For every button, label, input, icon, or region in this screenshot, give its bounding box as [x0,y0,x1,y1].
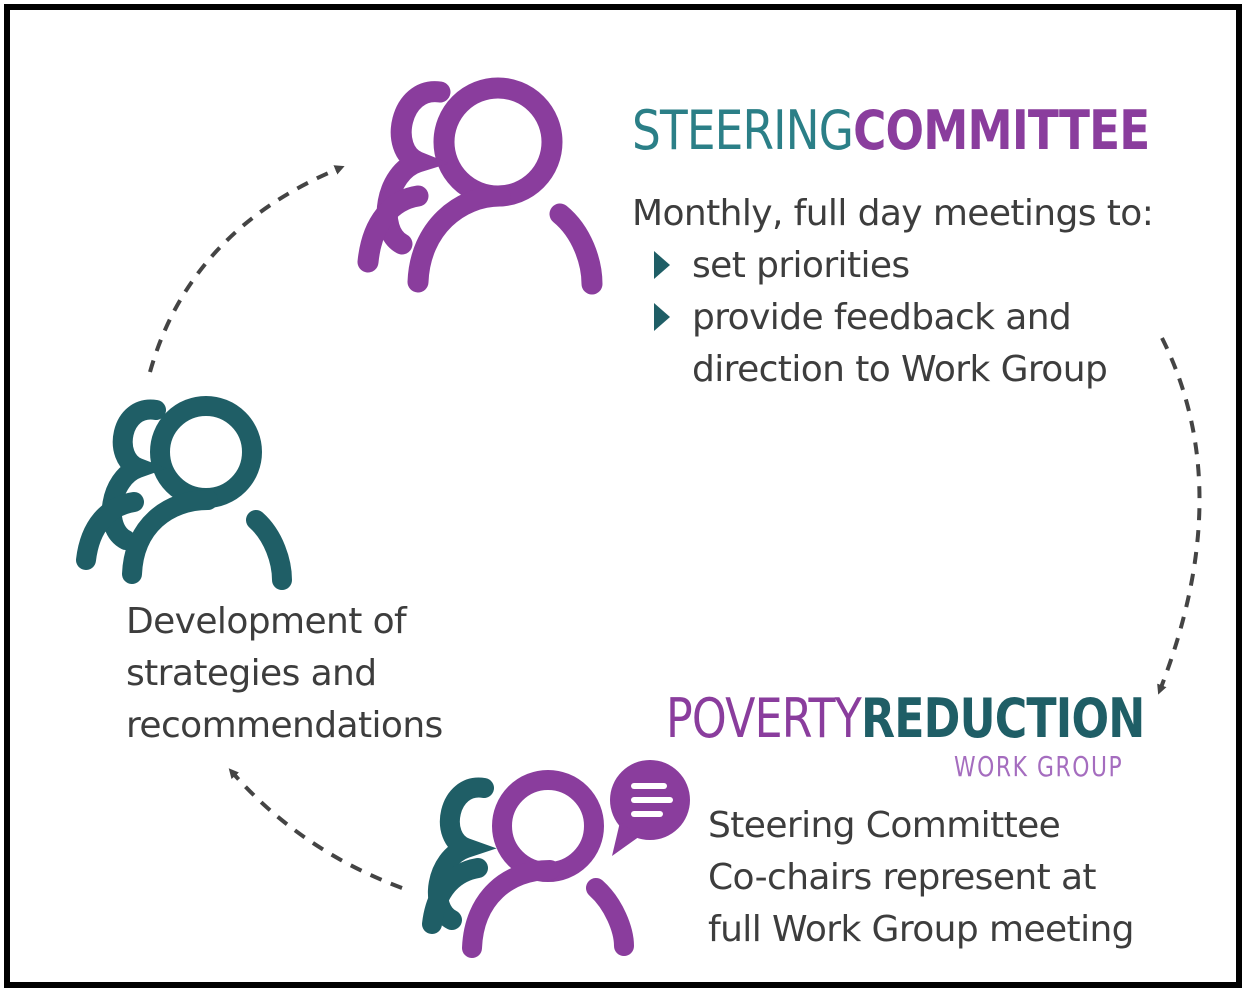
steering-bullet-2: provide feedback and [654,292,1072,344]
arrow-steering-to-workgroup [1157,337,1202,695]
poverty-title-part2: REDUCTION [860,687,1145,750]
development-people-icon [76,396,292,590]
development-line-1: Development of [126,601,407,642]
steering-bullet-2-continued: direction to Work Group [692,349,1108,390]
development-line-2: strategies and [126,653,377,694]
poverty-reduction-title: POVERTYREDUCTION [666,692,1145,746]
work-group-line-3: full Work Group meeting [708,909,1135,950]
work-group-line-2: Co-chairs represent at [708,857,1097,898]
arrow-development-to-steering [148,165,345,373]
work-group-line-1: Steering Committee [708,805,1061,846]
arrow-workgroup-to-development [228,768,403,890]
bullet-triangle-icon [654,303,670,331]
steering-intro-text: Monthly, full day meetings to: [632,193,1154,234]
development-line-3: recommendations [126,705,443,746]
speech-bubble-icon [610,760,690,856]
steering-committee-title: STEERINGCOMMITTEE [632,104,1150,158]
work-group-people-icon [422,770,634,958]
development-text: Development of strategies and recommenda… [126,596,443,752]
steering-title-part1: STEERING [632,99,854,162]
bullet-triangle-icon [654,251,670,279]
steering-committee-people-icon [357,77,603,295]
work-group-text: Steering Committee Co-chairs represent a… [708,800,1135,956]
steering-bullet-1-text: set priorities [692,245,910,286]
steering-bullet-1: set priorities [654,240,910,292]
poverty-title-part1: POVERTY [666,687,862,750]
steering-title-part2: COMMITTEE [853,99,1150,162]
work-group-subtitle: WORK GROUP [954,750,1124,783]
steering-bullet-2-text: provide feedback and [692,297,1072,338]
